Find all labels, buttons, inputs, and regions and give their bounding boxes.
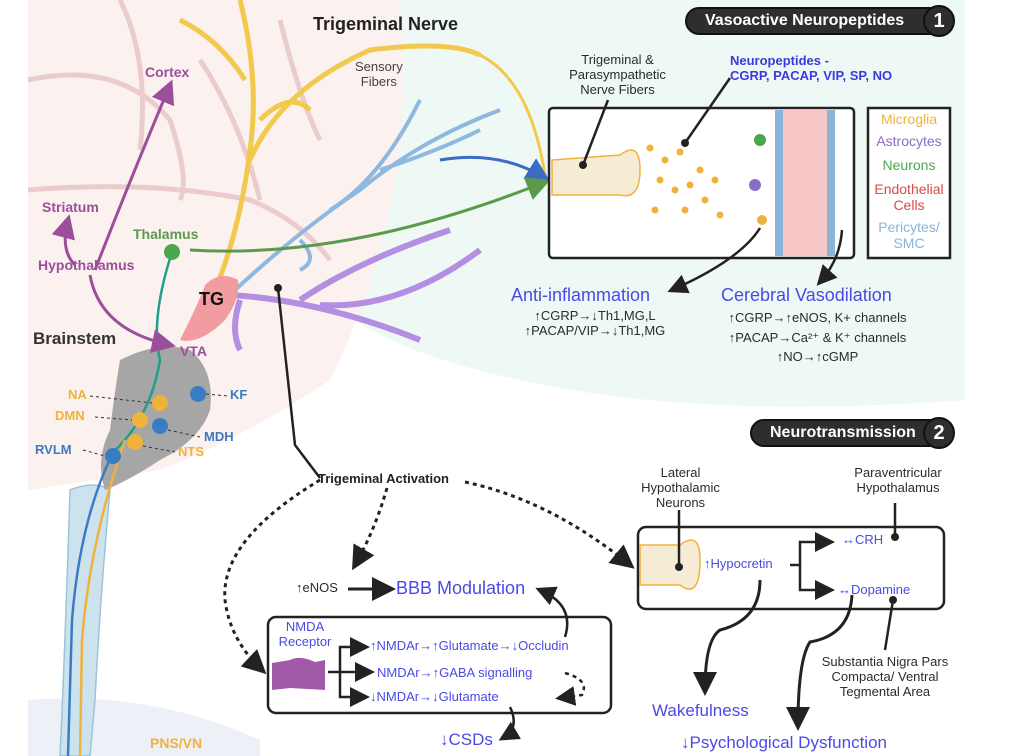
fibers-label: Trigeminal & Parasympathetic Nerve Fiber… xyxy=(569,52,666,97)
thalamus-node xyxy=(164,244,180,260)
vasodilation-arrow xyxy=(816,229,844,286)
dmn-nucleus xyxy=(132,412,148,428)
nts-label: NTS xyxy=(178,444,204,459)
dmn-label: DMN xyxy=(55,408,85,423)
lateral-hypothalamic-label: Lateral Hypothalamic Neurons xyxy=(641,465,720,510)
neuropeptide-vesicles xyxy=(646,144,724,219)
striatum-arrow xyxy=(51,214,77,267)
snpc-vta-label: Substantia Nigra Pars Compacta/ Ventral … xyxy=(821,654,949,699)
neuropeptides-leader xyxy=(683,77,732,144)
dopamine-label: ↔Dopamine xyxy=(838,582,911,597)
nucleus-leaders xyxy=(82,393,229,457)
trigeminal-activation-label: Trigeminal Activation xyxy=(318,471,449,486)
brainstem xyxy=(101,346,211,490)
neuron-cell xyxy=(754,134,766,146)
nts-pathway xyxy=(78,439,127,756)
rvlm-pathway xyxy=(66,454,114,756)
panel1-badge-number: 1 xyxy=(923,5,955,37)
nmda-line-glutamate: ↓NMDAr→↓Glutamate xyxy=(370,689,499,704)
lateral-hypothalamic-neuron xyxy=(639,539,701,590)
legend-microglia: Microglia xyxy=(880,111,937,127)
paraventricular-label: Paraventricular Hypothalamus xyxy=(854,465,942,495)
vta-label: VTA xyxy=(180,343,207,359)
kf-nucleus xyxy=(190,386,206,402)
sensory-fibers-blue xyxy=(233,99,501,292)
enos-label: ↑eNOS xyxy=(296,580,338,595)
anti-inflammation-heading: Anti-inflammation xyxy=(511,285,651,305)
microglia-cell xyxy=(757,215,767,225)
psychological-dysfunction-label: ↓Psychological Dysfunction xyxy=(681,733,887,752)
anti-inflammation-details: ↑CGRP→↓Th1,MG,L ↑PACAP/VIP→↓Th1,MG xyxy=(524,308,666,338)
na-label: NA xyxy=(68,387,87,402)
psych-arrow xyxy=(786,594,854,731)
activation-arrows xyxy=(223,478,635,675)
thalamus-pathway xyxy=(109,251,174,456)
legend-neurons: Neurons xyxy=(882,157,936,173)
pns-vn-label: PNS/VN xyxy=(150,735,203,751)
trigeminal-nerve-title: Trigeminal Nerve xyxy=(313,14,459,34)
green-arrow xyxy=(189,177,551,253)
occludin-bbb-arrow xyxy=(535,586,569,638)
crh-label: ↔CRH xyxy=(842,532,884,547)
legend-pericytes: Pericytes/ SMC xyxy=(878,219,940,252)
nts-nucleus xyxy=(127,434,143,450)
brain-vessels xyxy=(27,0,332,262)
striatum-label: Striatum xyxy=(42,199,99,215)
activation-leader xyxy=(276,287,321,479)
csds-arrow xyxy=(498,706,521,741)
hypocretin-label: ↑Hypocretin xyxy=(704,556,773,571)
panel2-badge-label: Neurotransmission xyxy=(770,424,916,441)
legend-endothelial: Endothelial Cells xyxy=(874,181,944,214)
kf-label: KF xyxy=(230,387,248,402)
csds-label: ↓CSDs xyxy=(440,730,493,749)
gaba-feedback-arrow xyxy=(555,671,586,706)
hypothalamus-box xyxy=(636,525,946,611)
nmda-line-occludin: ↑NMDAr→↑Glutamate→↓Occludin xyxy=(370,638,569,653)
nmda-receptor-shape xyxy=(272,657,325,690)
panel2-badge-number: 2 xyxy=(923,417,955,449)
wakefulness-label: Wakefulness xyxy=(652,701,749,720)
trigeminal-fibers-purple xyxy=(229,227,482,352)
na-nucleus xyxy=(152,395,168,411)
fibers-leader xyxy=(581,99,610,166)
rvlm-label: RVLM xyxy=(35,442,72,457)
nmda-receptor-label: NMDA Receptor xyxy=(278,619,332,649)
hypothalamus-label: Hypothalamus xyxy=(38,257,135,273)
brainstem-label: Brainstem xyxy=(33,329,117,348)
neuropeptides-label: Neuropeptides - CGRP, PACAP, VIP, SP, NO xyxy=(730,53,893,83)
bbb-modulation-label: BBB Modulation xyxy=(396,578,526,598)
nmda-line-gaba: NMDAr→↑GABA signalling xyxy=(377,665,533,680)
tg-ganglion xyxy=(180,276,239,341)
mdh-nucleus xyxy=(152,418,168,434)
panel1-badge-label: Vasoactive Neuropeptides xyxy=(705,12,905,29)
thalamus-label: Thalamus xyxy=(133,226,199,242)
sensory-fibers-label: Sensory Fibers xyxy=(355,59,403,89)
tg-label: TG xyxy=(199,289,224,309)
nmda-branch-arrows xyxy=(328,637,375,707)
panel1-badge: Vasoactive Neuropeptides 1 xyxy=(685,5,955,37)
nerve-terminal xyxy=(551,149,641,197)
cortex-label: Cortex xyxy=(145,64,190,80)
snpc-leader xyxy=(883,599,895,651)
vasodilation-heading: Cerebral Vasodilation xyxy=(721,285,892,305)
vta-arrow xyxy=(88,274,176,353)
anti-inflammation-arrow xyxy=(667,227,762,294)
mdh-label: MDH xyxy=(204,429,234,444)
blue-arrow xyxy=(439,155,551,182)
rvlm-nucleus xyxy=(105,448,121,464)
legend-box xyxy=(866,106,952,260)
cortex-arrow xyxy=(93,79,175,271)
wakefulness-arrow xyxy=(693,579,762,696)
astrocyte-cell xyxy=(749,179,761,191)
blood-vessel xyxy=(780,110,830,256)
vasodilation-details: ↑CGRP→↑eNOS, K+ channels ↑PACAP→Ca²⁺ & K… xyxy=(728,310,907,364)
hypocretin-branch-arrows xyxy=(790,532,835,600)
legend-astrocytes: Astrocytes xyxy=(876,133,942,149)
panel2-badge: Neurotransmission 2 xyxy=(750,417,955,449)
